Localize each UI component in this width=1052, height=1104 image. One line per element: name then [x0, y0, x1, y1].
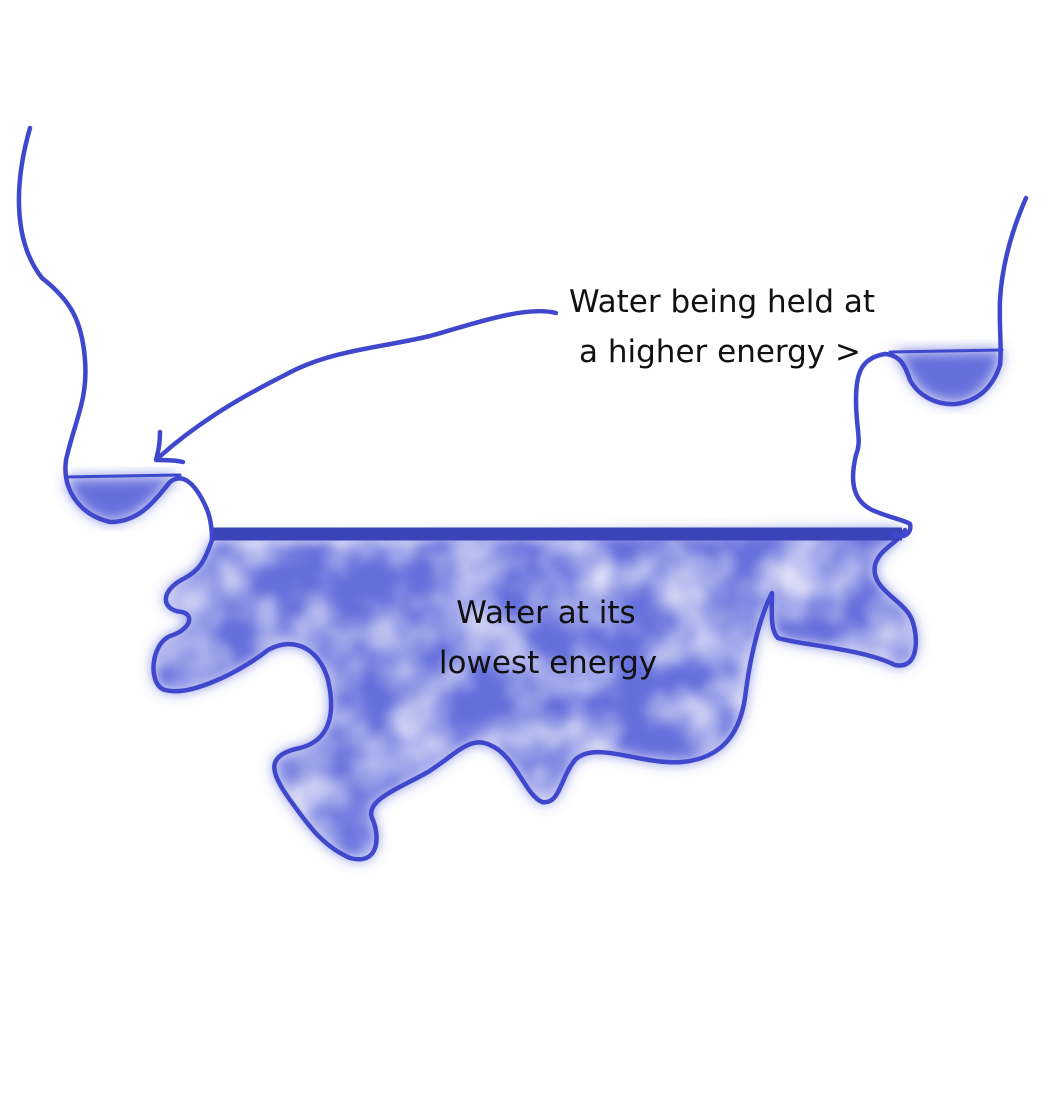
- left-pool-surface: [64, 473, 182, 479]
- right-pool-surface: [888, 348, 1004, 354]
- right-terrain-outline: [850, 195, 1029, 539]
- arrow-shaft: [155, 308, 559, 461]
- arrow-head: [153, 429, 186, 465]
- lowest-label-line2: lowest energy: [439, 645, 657, 681]
- lowest-pool-mottle: [153, 530, 916, 860]
- left-terrain-outline: [16, 125, 215, 543]
- held-label-line2: a higher energy >: [579, 334, 861, 370]
- lowest-pool-outline: [151, 527, 919, 862]
- left-pool-fill: [66, 476, 180, 522]
- left-held-pool: [64, 473, 182, 522]
- held-label-line1: Water being held at: [569, 284, 875, 320]
- arrow-icon: [153, 308, 559, 465]
- lowest-label-line1: Water at its: [456, 595, 635, 631]
- lowest-energy-pool: [151, 527, 919, 862]
